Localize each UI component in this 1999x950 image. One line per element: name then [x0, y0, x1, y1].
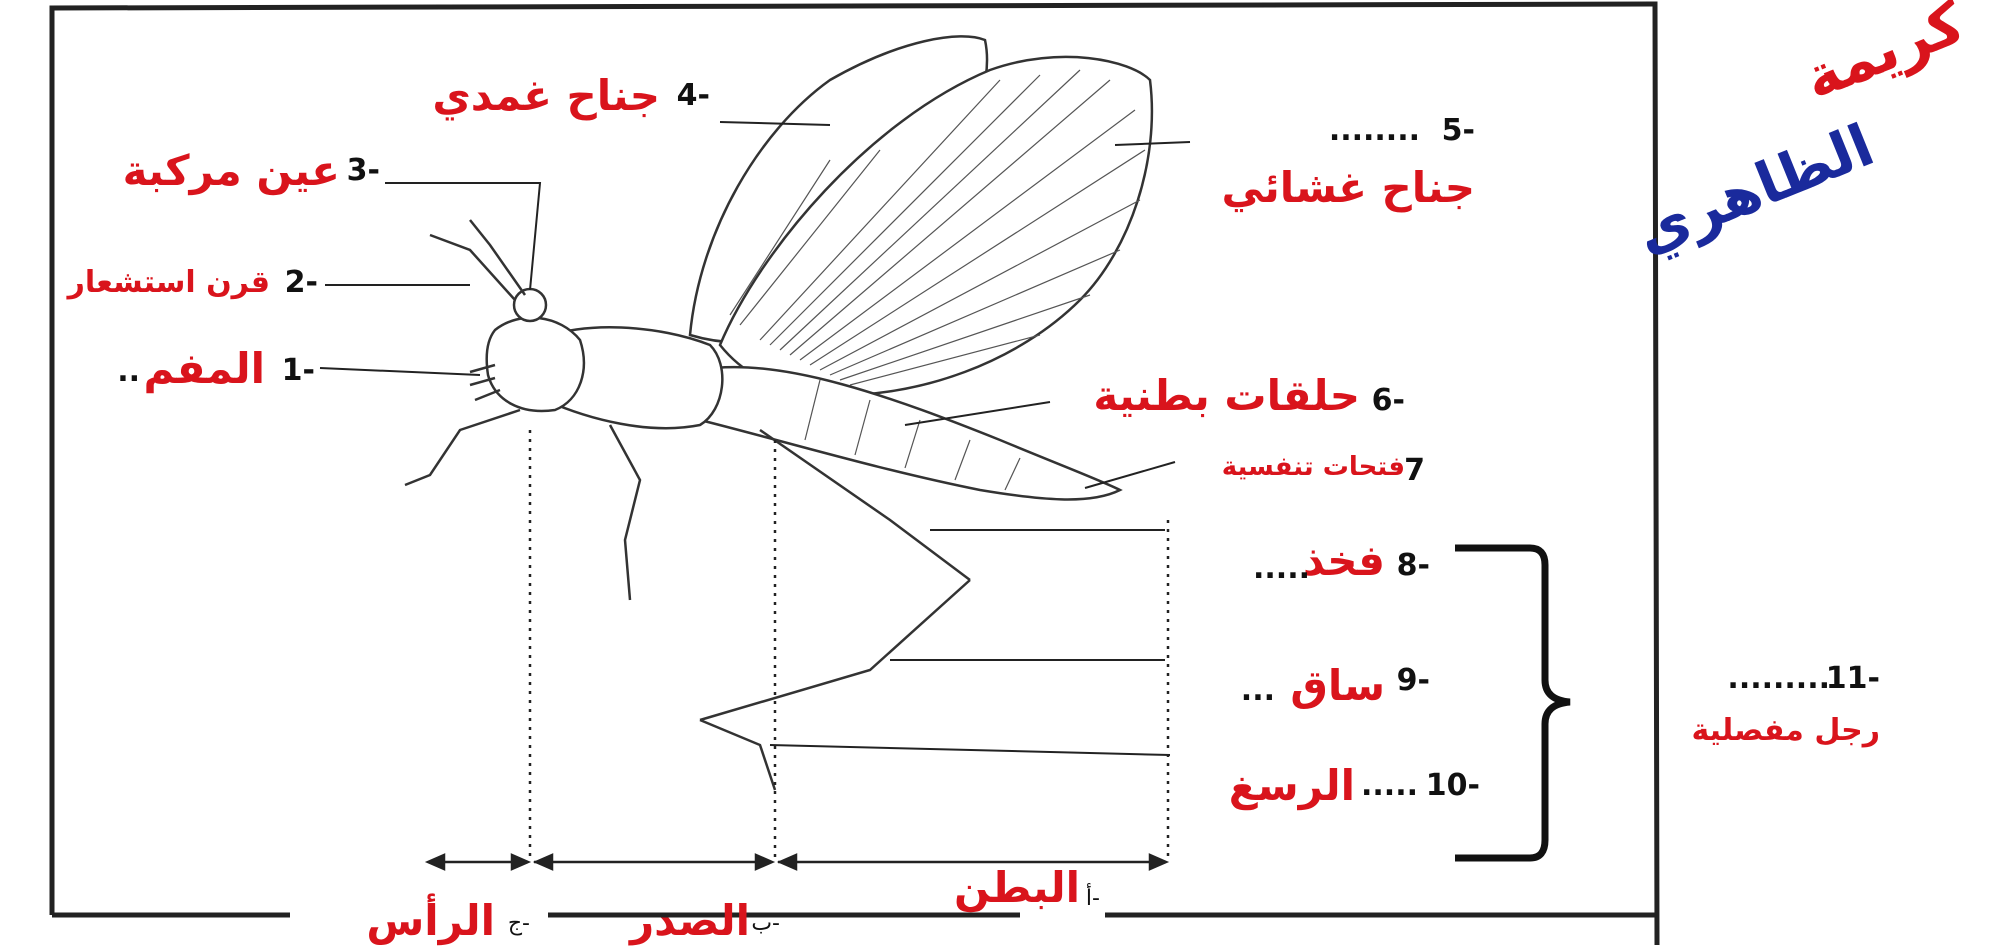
- segment-answer: البطن: [954, 863, 1080, 913]
- label-number: 8-: [1397, 548, 1430, 583]
- label-number: 3-: [347, 153, 380, 188]
- label-membranous-wing: 5- ........ جناح غشائي: [1221, 113, 1475, 213]
- compound-eye: [514, 289, 546, 321]
- label-mouth: 1- المفم ..: [117, 344, 315, 393]
- label-answer: عين مركبة: [123, 146, 340, 196]
- label-tibia: 9- ساق ...: [1241, 661, 1430, 710]
- head-outline: [487, 318, 584, 411]
- label-abdominal-rings: 6- حلقات بطنية: [1093, 371, 1405, 420]
- label-answer: قرن استشعار: [66, 265, 270, 300]
- segment-letter: ج-: [508, 911, 530, 936]
- label-answer: جناح غمدي: [432, 71, 660, 120]
- segment-label-abdomen: أ- البطن: [954, 863, 1100, 913]
- label-number: 9-: [1397, 663, 1430, 698]
- label-tarsus: 10- ..... الرسغ: [1229, 761, 1480, 811]
- label-antenna: 2- قرن استشعار: [66, 265, 318, 300]
- insect-drawing: [405, 36, 1152, 790]
- middle-leg: [610, 425, 640, 600]
- label-dots: .....: [1253, 551, 1310, 586]
- label-jointed-leg: 11- ......... رجل مفصلية: [1691, 661, 1880, 748]
- label-answer: جناح غشائي: [1221, 163, 1475, 213]
- label-number: 2-: [285, 265, 318, 300]
- label-dots: ..: [117, 354, 140, 389]
- signature-last-name: الظاهري: [1626, 111, 1883, 268]
- label-dots: .........: [1727, 661, 1830, 696]
- label-number: 5-: [1442, 113, 1475, 148]
- antenna: [430, 235, 515, 300]
- label-dots: .....: [1361, 768, 1418, 803]
- hind-leg-tarsus: [700, 720, 775, 790]
- label-answer: حلقات بطنية: [1093, 371, 1360, 420]
- segment-letter: أ-: [1086, 883, 1100, 911]
- label-number: 10-: [1426, 768, 1480, 803]
- label-number: 4-: [677, 78, 710, 113]
- leg-bracket: [1455, 548, 1570, 858]
- label-answer: ساق: [1290, 661, 1385, 710]
- label-number: 6-: [1372, 383, 1405, 418]
- label-number: 11-: [1826, 661, 1880, 696]
- label-dots: ........: [1329, 113, 1420, 148]
- label-answer: رجل مفصلية: [1691, 713, 1880, 748]
- front-leg: [405, 410, 520, 485]
- segment-answer: الصدر: [628, 896, 750, 945]
- label-compound-eye: 3- عين مركبة: [123, 146, 380, 196]
- segment-answer: الرأس: [366, 893, 495, 946]
- segment-letter: ب-: [751, 911, 780, 936]
- label-answer: فخذ: [1303, 536, 1385, 585]
- label-answer: فتحات تنفسية: [1222, 452, 1405, 482]
- label-femur: 8- فخذ .....: [1253, 536, 1430, 586]
- label-spiracles: 7 فتحات تنفسية: [1222, 452, 1425, 488]
- label-number: 1-: [282, 353, 315, 388]
- hind-leg-tibia: [700, 580, 970, 720]
- segment-label-head: ج- الرأس: [366, 893, 530, 946]
- label-number: 7: [1404, 453, 1425, 488]
- label-answer: الرسغ: [1229, 761, 1355, 811]
- label-dots: ...: [1241, 673, 1275, 708]
- label-elytra: 4- جناح غمدي: [432, 71, 710, 120]
- label-answer: المفم: [144, 344, 266, 393]
- segment-label-thorax: ب- الصدر: [628, 896, 780, 945]
- signature-first-name: كريمة: [1794, 0, 1974, 114]
